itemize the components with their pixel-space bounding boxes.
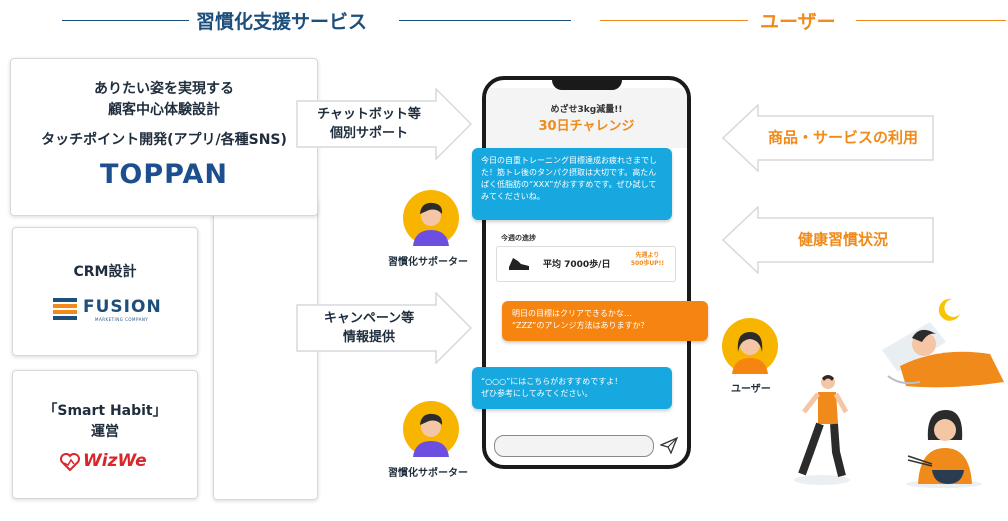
moon-icon (938, 298, 960, 321)
service-box-fusion: CRM設計 FUSION MARKETING COMPANY (12, 227, 198, 356)
header-right-line-a (600, 20, 748, 21)
eating-person-icon (906, 410, 982, 488)
service-box-toppan: ありたい姿を実現する 顧客中心体験設計 タッチポイント開発(アプリ/各種SNS)… (10, 58, 318, 216)
phone-progress-label: 今週の進捗 (501, 234, 536, 242)
fusion-logo-sub: MARKETING COMPANY (95, 317, 149, 322)
arrow-product-use-label: 商品・サービスの利用 (767, 128, 918, 147)
phone-progress-value: 平均 7000歩/日 (543, 260, 611, 270)
chat-bubble-user: 明日の目標はクリアできるかな… “ZZZ”のアレンジ方法はありますか？ (502, 301, 708, 341)
toppan-text-3: タッチポイント開発(アプリ/各種SNS) (41, 132, 287, 148)
fusion-logo: FUSION (83, 297, 162, 317)
wizwe-logo: WizWe (83, 451, 147, 471)
user-avatar-icon (722, 318, 778, 374)
arrow-chatbot-shape (296, 88, 472, 160)
arrow-health: 健康習慣状況 (722, 206, 934, 274)
arrow-campaign-label: キャンペーン等情報提供 (323, 311, 415, 345)
phone-banner-line2: 30日チャレンジ (538, 119, 635, 134)
supporter-label-top: 習慣化サポーター (388, 257, 468, 268)
walking-person-icon (794, 375, 850, 485)
wizwe-heart-icon (60, 453, 80, 471)
fusion-logo-mark (53, 298, 77, 320)
sleeping-person-icon (882, 322, 1004, 388)
toppan-text-2: 顧客中心体験設計 (108, 102, 220, 118)
chat-bubble-supporter-2-line2: ぜひ参考にしてみてください。 (481, 389, 593, 398)
supporter-label-bottom: 習慣化サポーター (388, 468, 468, 479)
crm-label: CRM設計 (73, 264, 137, 280)
chat-bubble-supporter-2: “○○○”にはこちらがおすすめですよ！ ぜひ参考にしてみてください。 (472, 367, 672, 409)
arrow-health-shape (722, 206, 934, 274)
header-left-line-a (62, 20, 189, 21)
send-icon[interactable] (660, 437, 678, 454)
chat-bubble-supporter-2-line1: “○○○”にはこちらがおすすめですよ！ (481, 377, 623, 386)
arrow-product-use-shape (722, 104, 934, 172)
smart-habit-sub: 運営 (91, 424, 119, 440)
chat-bubble-user-line1: 明日の目標はクリアできるかな… (512, 309, 632, 318)
toppan-text-1: ありたい姿を実現する (94, 81, 234, 97)
phone-input-field[interactable] (494, 435, 654, 457)
phone-banner: めざせ3kg減量!! 30日チャレンジ (486, 88, 687, 148)
service-box-wizwe: 「Smart Habit」 運営 WizWe (12, 370, 198, 499)
arrow-chatbot-label: チャットボット等個別サポート (317, 107, 421, 141)
shoe-icon (509, 258, 529, 270)
header-left-line-b (399, 20, 571, 21)
phone-frame: めざせ3kg減量!! 30日チャレンジ 今週の進捗 平均 7000歩/日 先週よ… (482, 76, 691, 469)
arrow-campaign: キャンペーン等情報提供 (296, 292, 472, 364)
chat-bubble-user-line2: “ZZZ”のアレンジ方法はありますか？ (512, 321, 649, 330)
chat-bubble-supporter-1: 今日の自重トレーニング目標達成お疲れさまでした！筋トレ後のタンパク摂取は大切です… (472, 148, 672, 220)
smart-habit-text: 「Smart Habit」 (43, 403, 167, 419)
arrow-product-use: 商品・サービスの利用 (722, 104, 934, 172)
arrow-health-label: 健康習慣状況 (797, 230, 888, 249)
user-label: ユーザー (731, 384, 771, 395)
arrow-campaign-shape (296, 292, 472, 364)
header-right-line-b (856, 20, 1006, 21)
arrow-chatbot: チャットボット等個別サポート (296, 88, 472, 160)
toppan-logo: TOPPAN (100, 159, 228, 190)
supporter-avatar-icon-top (403, 190, 459, 246)
header-right-title: ユーザー (760, 11, 836, 33)
supporter-avatar-icon-bottom (403, 401, 459, 457)
phone-banner-line1: めざせ3kg減量!! (550, 105, 623, 115)
phone-notch (552, 76, 622, 90)
header-left-title: 習慣化支援サービス (196, 11, 368, 33)
